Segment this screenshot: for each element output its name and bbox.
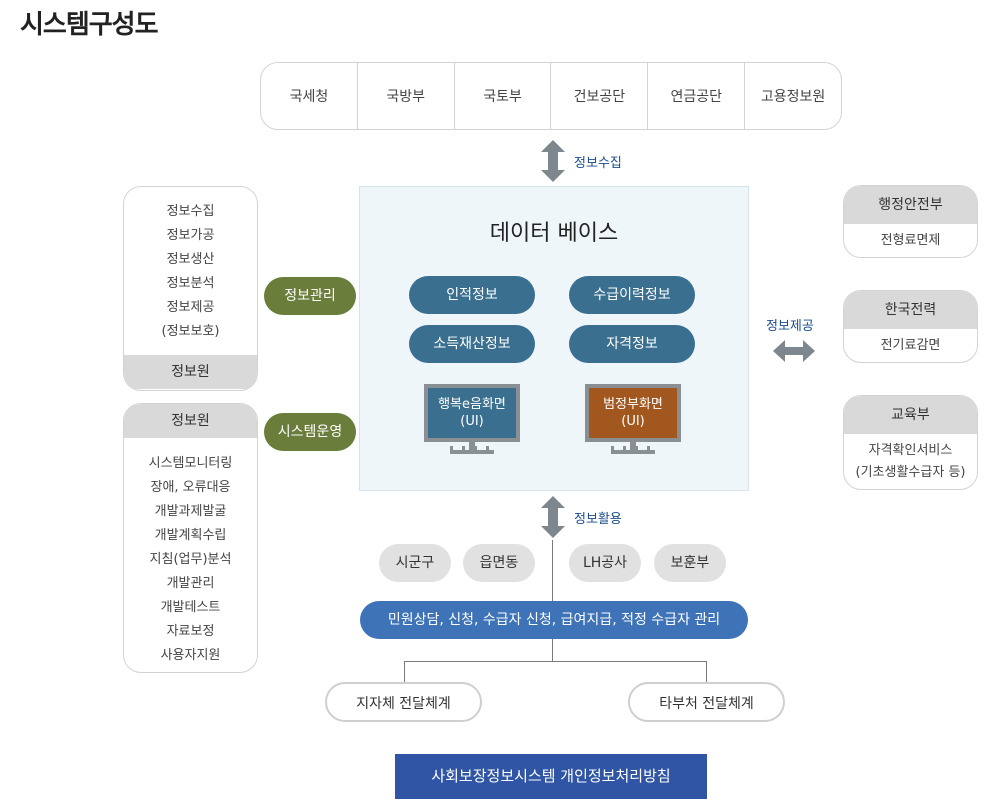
list-item: 개발테스트 [160, 600, 221, 615]
provide-double-arrow-icon [773, 340, 815, 362]
db-item-benefit-history: 수급이력정보 [569, 276, 695, 314]
system-operation-pill: 시스템운영 [264, 413, 356, 451]
service-bar: 민원상담, 신청, 수급자 신청, 급여지급, 적정 수급자 관리 [360, 601, 748, 639]
panel-header: 정보원 [124, 404, 257, 438]
local-unit-pill: LH공사 [569, 544, 641, 582]
connector-line [706, 661, 707, 682]
utilize-label: 정보활용 [574, 512, 622, 527]
list-item: 정보가공 [166, 228, 215, 243]
list-item: 개발과제발굴 [154, 504, 227, 519]
info-tasks-panel: 정보수집 정보가공 정보생산 정보분석 정보제공 (정보보호) 정보원 [123, 186, 258, 391]
list-item: 자료보정 [166, 624, 215, 639]
monitor-icon: 행복e음화면(UI) [424, 384, 520, 456]
right-panel-kepco: 한국전력 전기료감면 [843, 290, 978, 363]
panel-body: 전형료면제 [880, 233, 941, 248]
db-item-eligibility: 자격정보 [569, 325, 695, 363]
connector-line [552, 639, 553, 661]
collect-label: 정보수집 [574, 156, 622, 171]
panel-header: 교육부 [844, 396, 977, 434]
agency-item: 고용정보원 [760, 89, 826, 105]
connector-line [552, 540, 553, 601]
panel-header: 행정안전부 [844, 186, 977, 224]
utilize-double-arrow-icon [541, 496, 565, 538]
connector-line [404, 661, 405, 682]
monitor-icon: 범정부화면(UI) [585, 384, 681, 456]
local-unit-pill: 보훈부 [654, 544, 726, 582]
agency-item: 연금공단 [648, 63, 746, 129]
collect-double-arrow-icon [541, 140, 565, 182]
list-item: 정보생산 [166, 252, 215, 267]
right-panel-moe: 교육부 자격확인서비스 (기초생활수급자 등) [843, 395, 978, 490]
agency-item: 국토부 [455, 63, 552, 129]
db-item-personal: 인적정보 [409, 276, 535, 314]
db-item-income-assets: 소득재산정보 [409, 325, 535, 363]
info-management-pill: 정보관리 [264, 277, 356, 315]
list-item: 개발계획수립 [154, 528, 227, 543]
database-title: 데이터 베이스 [489, 221, 619, 246]
database-box: 데이터 베이스 인적정보 수급이력정보 소득재산정보 자격정보 행복e음화면(U… [359, 186, 749, 491]
list-item: 개발관리 [166, 576, 215, 591]
list-item: (정보보호) [161, 324, 220, 339]
agency-row: 국세청 국방부 국토부 건보공단 연금공단 고용정보원 [260, 62, 842, 130]
agency-item: 건보공단 [551, 63, 649, 129]
connector-line [404, 661, 707, 662]
panel-header: 한국전력 [844, 291, 977, 329]
list-item: 정보제공 [166, 300, 215, 315]
privacy-policy-button[interactable]: 사회보장정보시스템 개인정보처리방침 [395, 754, 707, 799]
list-item: 시스템모니터링 [148, 456, 233, 471]
delivery-other-ministries: 타부처 전달체계 [628, 682, 785, 722]
gov-screen: 범정부화면(UI) [585, 384, 681, 442]
page-title: 시스템구성도 [20, 10, 159, 40]
local-unit-pill: 읍면동 [463, 544, 535, 582]
list-item: 정보분석 [166, 276, 215, 291]
agency-item: 국세청 [261, 63, 358, 129]
panel-footer: 정보원 [124, 355, 257, 389]
list-item: 사용자지원 [160, 648, 221, 663]
right-panel-mois: 행정안전부 전형료면제 [843, 185, 978, 258]
local-unit-pill: 시군구 [379, 544, 451, 582]
happy-e-screen: 행복e음화면(UI) [424, 384, 520, 442]
panel-body: 전기료감면 [880, 338, 941, 353]
list-item: 정보수집 [166, 204, 215, 219]
list-item: 지침(업무)분석 [149, 552, 232, 567]
agency-item: 국방부 [358, 63, 455, 129]
ops-tasks-panel: 정보원 시스템모니터링 장애, 오류대응 개발과제발굴 개발계획수립 지침(업무… [123, 403, 258, 673]
delivery-local-gov: 지자체 전달체계 [325, 682, 482, 722]
list-item: 장애, 오류대응 [150, 480, 231, 495]
provide-label: 정보제공 [766, 319, 814, 334]
panel-body: 자격확인서비스 (기초생활수급자 등) [855, 443, 966, 480]
